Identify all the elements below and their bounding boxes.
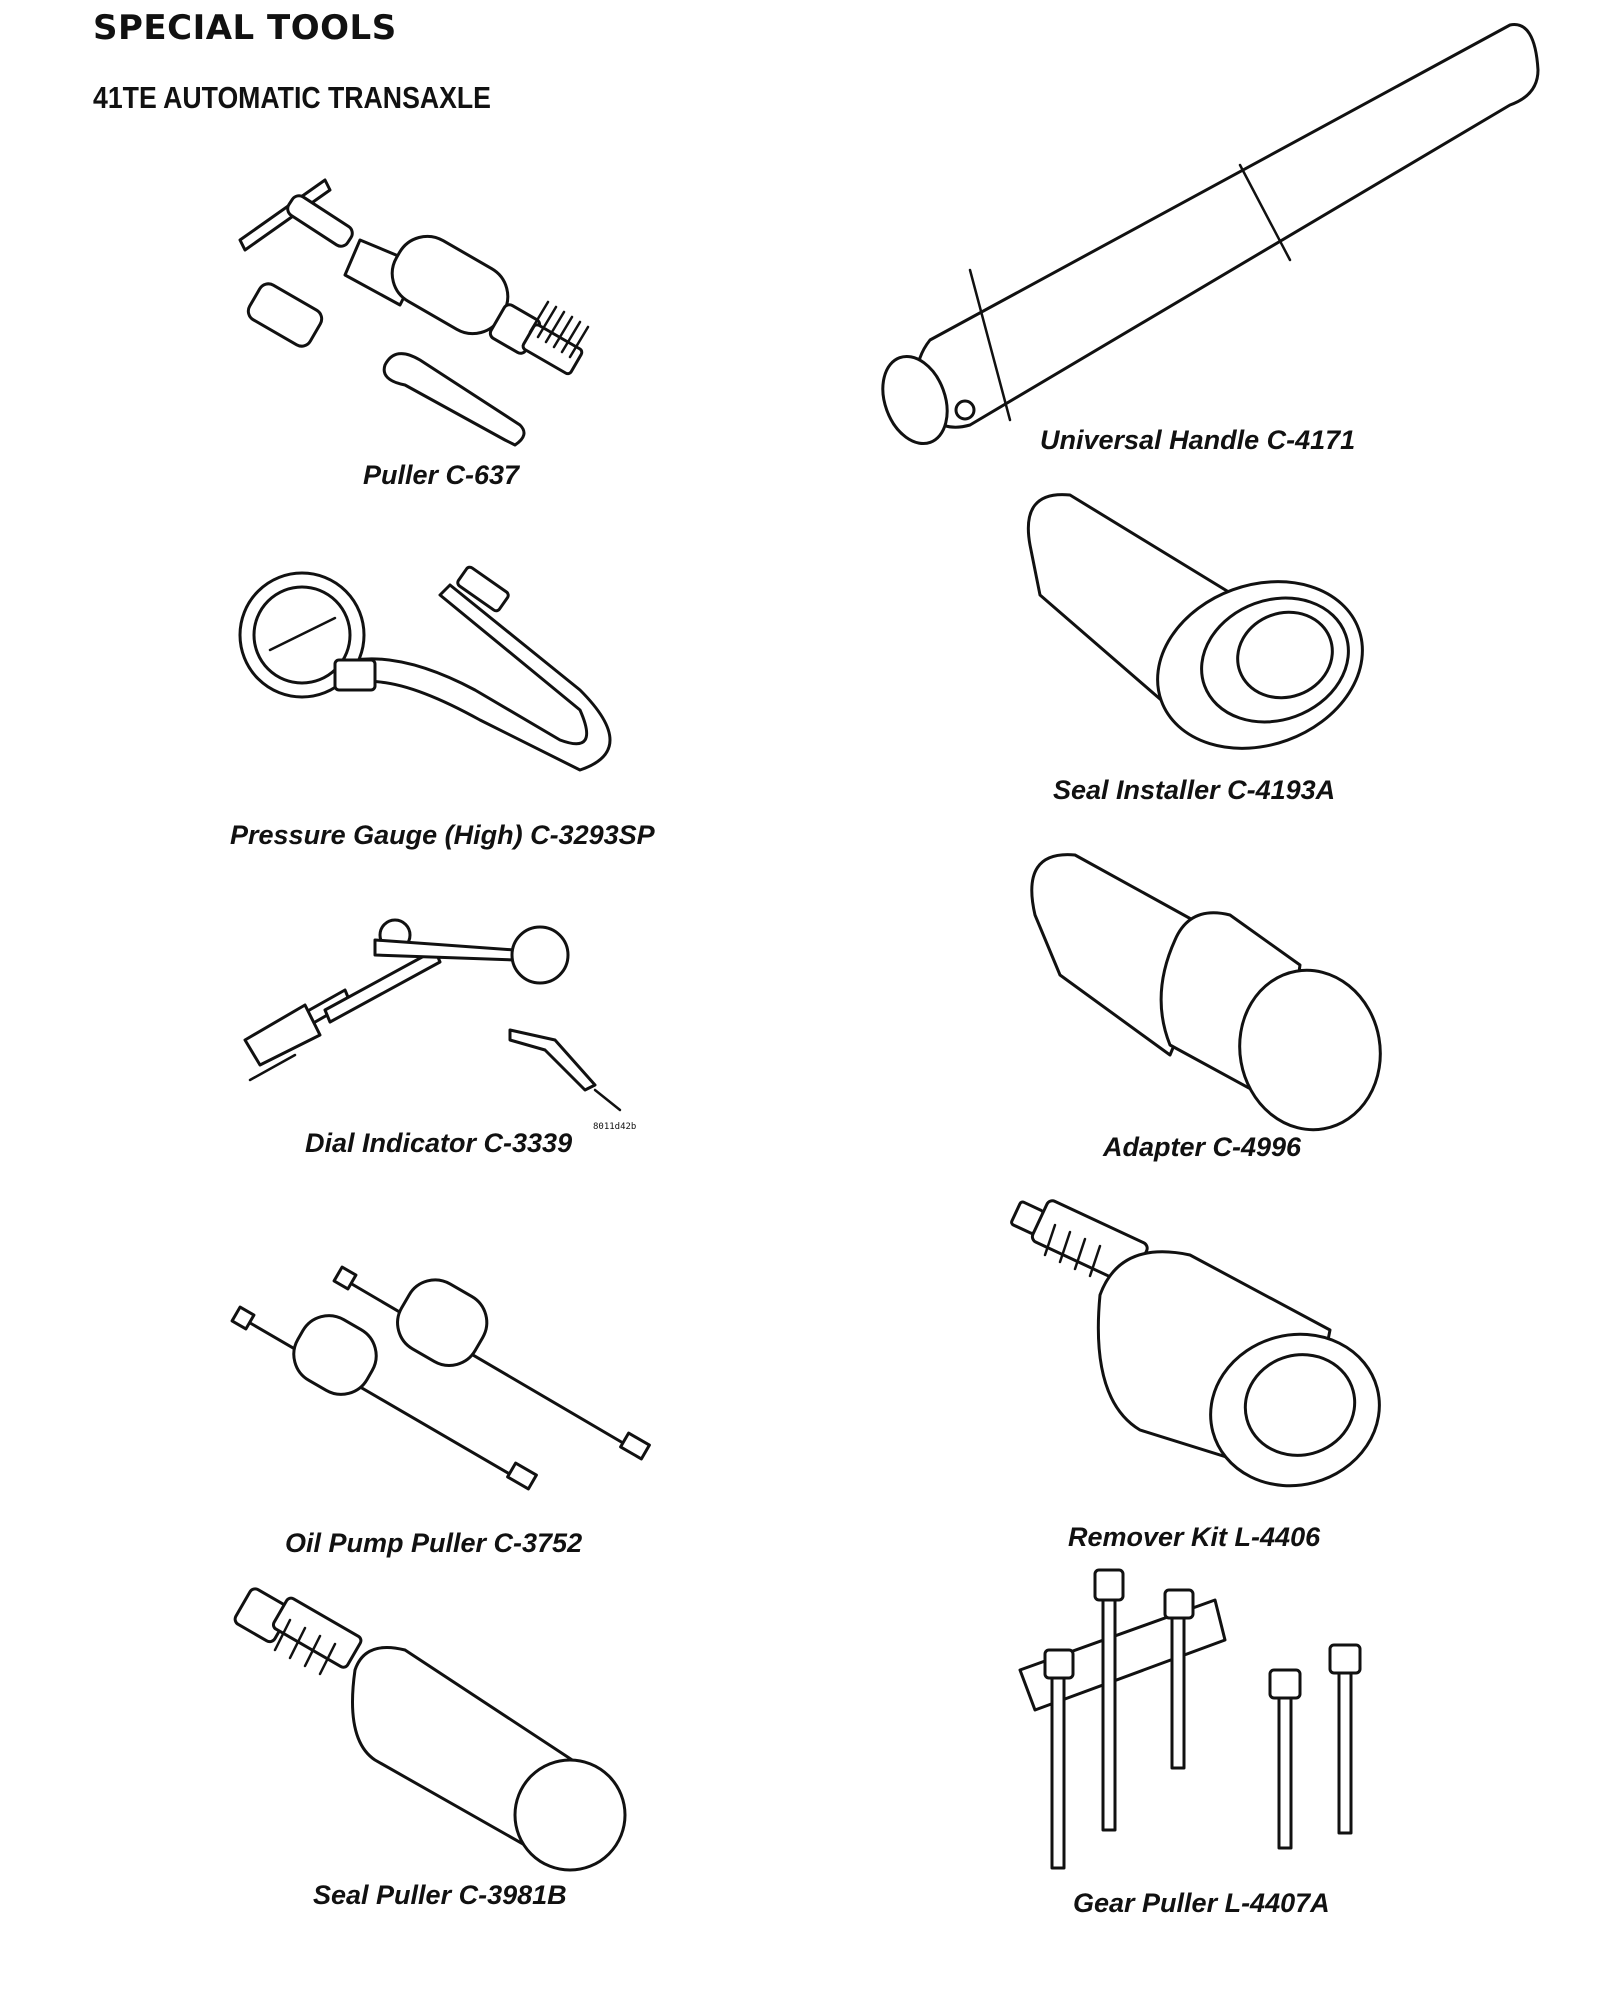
dial-indicator-illustration — [243, 918, 622, 1112]
caption-universal-handle-c4171: Universal Handle C-4171 — [1040, 425, 1356, 455]
page-subtitle: 41TE AUTOMATIC TRANSAXLE — [93, 80, 491, 115]
caption-remover-kit-l4406: Remover Kit L-4406 — [1068, 1522, 1321, 1552]
caption-gear-puller-l4407a: Gear Puller L-4407A — [1073, 1888, 1330, 1918]
page-title: SPECIAL TOOLS — [93, 8, 397, 48]
caption-puller-c637: Puller C-637 — [363, 460, 520, 490]
caption-seal-installer-c4193a: Seal Installer C-4193A — [1053, 775, 1336, 805]
adapter-illustration — [1030, 853, 1382, 1132]
gear-puller-illustration — [1018, 1568, 1362, 1870]
pressure-gauge-illustration — [238, 565, 612, 772]
seal-installer-illustration — [1026, 493, 1364, 750]
caption-oil-pump-puller-c3752: Oil Pump Puller C-3752 — [285, 1528, 583, 1558]
figure-code: 8011d42b — [593, 1122, 637, 1132]
universal-handle-illustration — [881, 23, 1540, 446]
remover-kit-illustration — [1010, 1199, 1381, 1488]
oil-pump-puller-illustration — [230, 1265, 651, 1491]
caption-pressure-gauge-c3293sp: Pressure Gauge (High) C-3293SP — [230, 820, 655, 850]
caption-seal-puller-c3981b: Seal Puller C-3981B — [313, 1880, 567, 1910]
caption-adapter-c4996: Adapter C-4996 — [1103, 1132, 1302, 1162]
seal-puller-illustration — [233, 1587, 627, 1872]
caption-dial-indicator-c3339: Dial Indicator C-3339 — [305, 1128, 573, 1158]
puller-c637-illustration — [238, 178, 590, 447]
